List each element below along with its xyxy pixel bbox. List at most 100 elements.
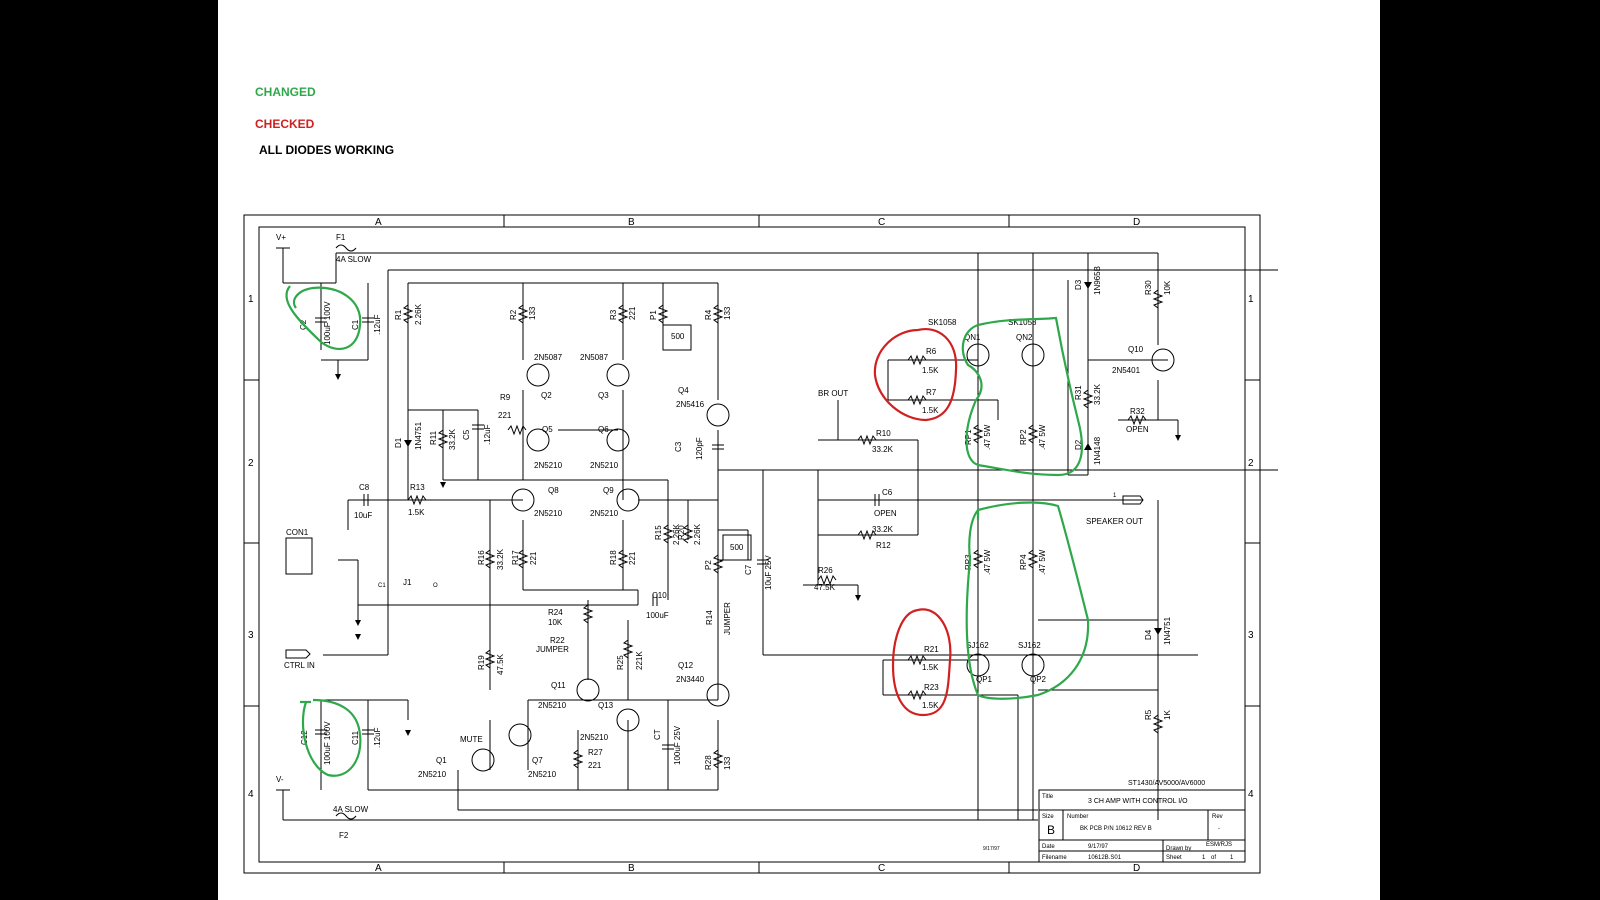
label-q6: Q6 xyxy=(598,425,609,434)
label-c2-val: 100uF 100V xyxy=(323,301,332,345)
label-r15-val: 2.26K xyxy=(672,523,681,545)
label-p1: P1 xyxy=(649,310,658,320)
label-pin-c1: C1 xyxy=(378,583,386,589)
label-qp2: QP2 xyxy=(1030,675,1047,684)
label-r9-val: 221 xyxy=(498,411,512,420)
label-q2: Q2 xyxy=(541,391,552,400)
label-q4: Q4 xyxy=(678,386,689,395)
label-j1: J1 xyxy=(403,578,412,587)
filename-value: 10612B.S01 xyxy=(1088,855,1122,861)
label-d1: D1 xyxy=(394,437,403,448)
label-r17: R17 xyxy=(511,550,520,565)
label-r13: R13 xyxy=(410,483,425,492)
label-r20-val: 2.26K xyxy=(693,523,702,545)
checked-mark-r21-r23 xyxy=(891,608,952,717)
col-a-top: A xyxy=(375,217,382,228)
sheet-total: 1 xyxy=(1230,855,1234,861)
label-r28: R28 xyxy=(704,755,713,770)
component-labels: V+ F1 4A SLOW C2 100uF 100V C1 .12uF R1 … xyxy=(276,233,1172,840)
size-label: Size xyxy=(1042,814,1054,820)
label-qn2: QN2 xyxy=(1016,333,1033,342)
label-q10-type: 2N5401 xyxy=(1112,366,1141,375)
drawn-label: Drawn by xyxy=(1166,846,1191,852)
label-r11-val: 33.2K xyxy=(448,428,457,450)
row-1-right: 1 xyxy=(1248,294,1254,305)
label-d2: D2 xyxy=(1074,439,1083,450)
label-qn1: QN1 xyxy=(964,333,981,342)
label-r1-val: 2.26K xyxy=(414,303,423,325)
row-3-left: 3 xyxy=(248,630,254,641)
sheet-value: 1 xyxy=(1202,855,1206,861)
label-r2: R2 xyxy=(509,309,518,320)
label-c1-val: .12uF xyxy=(373,314,382,335)
label-rp2-val: .47 5W xyxy=(1038,424,1047,450)
label-v-minus: V- xyxy=(276,775,284,784)
label-r20: R20 xyxy=(677,525,686,540)
date-label: Date xyxy=(1042,844,1055,850)
label-r21: R21 xyxy=(924,645,939,654)
label-r19-val: 47.5K xyxy=(496,653,505,675)
label-sj162-a: SJ162 xyxy=(966,641,989,650)
label-d2-val: 1N4148 xyxy=(1093,436,1102,465)
label-c6-val: OPEN xyxy=(874,509,897,518)
label-p1-val: 500 xyxy=(671,332,685,341)
label-r25-val: 221K xyxy=(635,651,644,670)
label-c10-val: 100uF xyxy=(646,611,669,620)
label-q5-type: 2N5210 xyxy=(534,461,563,470)
label-r15: R15 xyxy=(654,525,663,540)
label-sk1058-b: SK1058 xyxy=(1008,318,1037,327)
row-3-right: 3 xyxy=(1248,630,1254,641)
stamp-date: 9/17/97 xyxy=(983,846,1000,852)
label-sj162-b: SJ162 xyxy=(1018,641,1041,650)
label-q9-type: 2N5210 xyxy=(590,509,619,518)
label-r17-val: 221 xyxy=(529,551,538,565)
label-rp4: RP4 xyxy=(1019,554,1028,570)
col-d-bottom: D xyxy=(1133,863,1140,874)
label-c3: C3 xyxy=(674,441,683,452)
legend-changed: CHANGED xyxy=(255,85,316,99)
label-ct-val: 100uF 25V xyxy=(673,725,682,765)
label-rp1-val: .47 5W xyxy=(983,424,992,450)
ground-symbols xyxy=(335,374,1181,736)
label-r28-val: 133 xyxy=(723,756,732,770)
label-r32: R32 xyxy=(1130,407,1145,416)
diodes xyxy=(404,282,1162,635)
label-q6-type: 2N5210 xyxy=(590,461,619,470)
label-q11-type: 2N5210 xyxy=(538,701,567,710)
col-a-bottom: A xyxy=(375,863,382,874)
label-r3-val: 221 xyxy=(628,306,637,320)
label-pin-1: 1 xyxy=(1113,493,1117,499)
fuses xyxy=(335,244,357,820)
label-br-out: BR OUT xyxy=(818,389,848,398)
label-f1-val: 4A SLOW xyxy=(336,255,372,264)
label-c7: C7 xyxy=(744,564,753,575)
label-r12: R12 xyxy=(876,541,891,550)
changed-mark-c12 xyxy=(300,698,362,777)
label-q13: Q13 xyxy=(598,701,614,710)
checked-annotations xyxy=(873,327,958,717)
label-d4-val: 1N4751 xyxy=(1163,616,1172,645)
label-qp1: QP1 xyxy=(976,675,993,684)
label-r22: R22 xyxy=(550,636,565,645)
title-label: Title xyxy=(1042,794,1054,800)
row-4-right: 4 xyxy=(1248,789,1254,800)
label-q3: Q3 xyxy=(598,391,609,400)
label-q7-type: 2N5210 xyxy=(528,770,557,779)
label-r27: R27 xyxy=(588,748,603,757)
label-r27-val: 221 xyxy=(588,761,602,770)
label-c11: C11 xyxy=(351,730,360,745)
label-q12: Q12 xyxy=(678,661,694,670)
col-d-top: D xyxy=(1133,217,1140,228)
label-con1: CON1 xyxy=(286,528,309,537)
label-c6: C6 xyxy=(882,488,893,497)
col-c-top: C xyxy=(878,217,885,228)
label-rp4-val: .47 5W xyxy=(1038,549,1047,575)
title-block: ST1430/AV5000/AV6000 Title 3 CH AMP WITH… xyxy=(983,780,1246,863)
label-q3-type: 2N5087 xyxy=(580,353,609,362)
label-rp2: RP2 xyxy=(1019,429,1028,445)
row-2-left: 2 xyxy=(248,458,254,469)
label-r4-val: 133 xyxy=(723,306,732,320)
label-r25: R25 xyxy=(616,655,625,670)
label-r12-val: 33.2K xyxy=(872,525,894,534)
label-q10: Q10 xyxy=(1128,345,1144,354)
